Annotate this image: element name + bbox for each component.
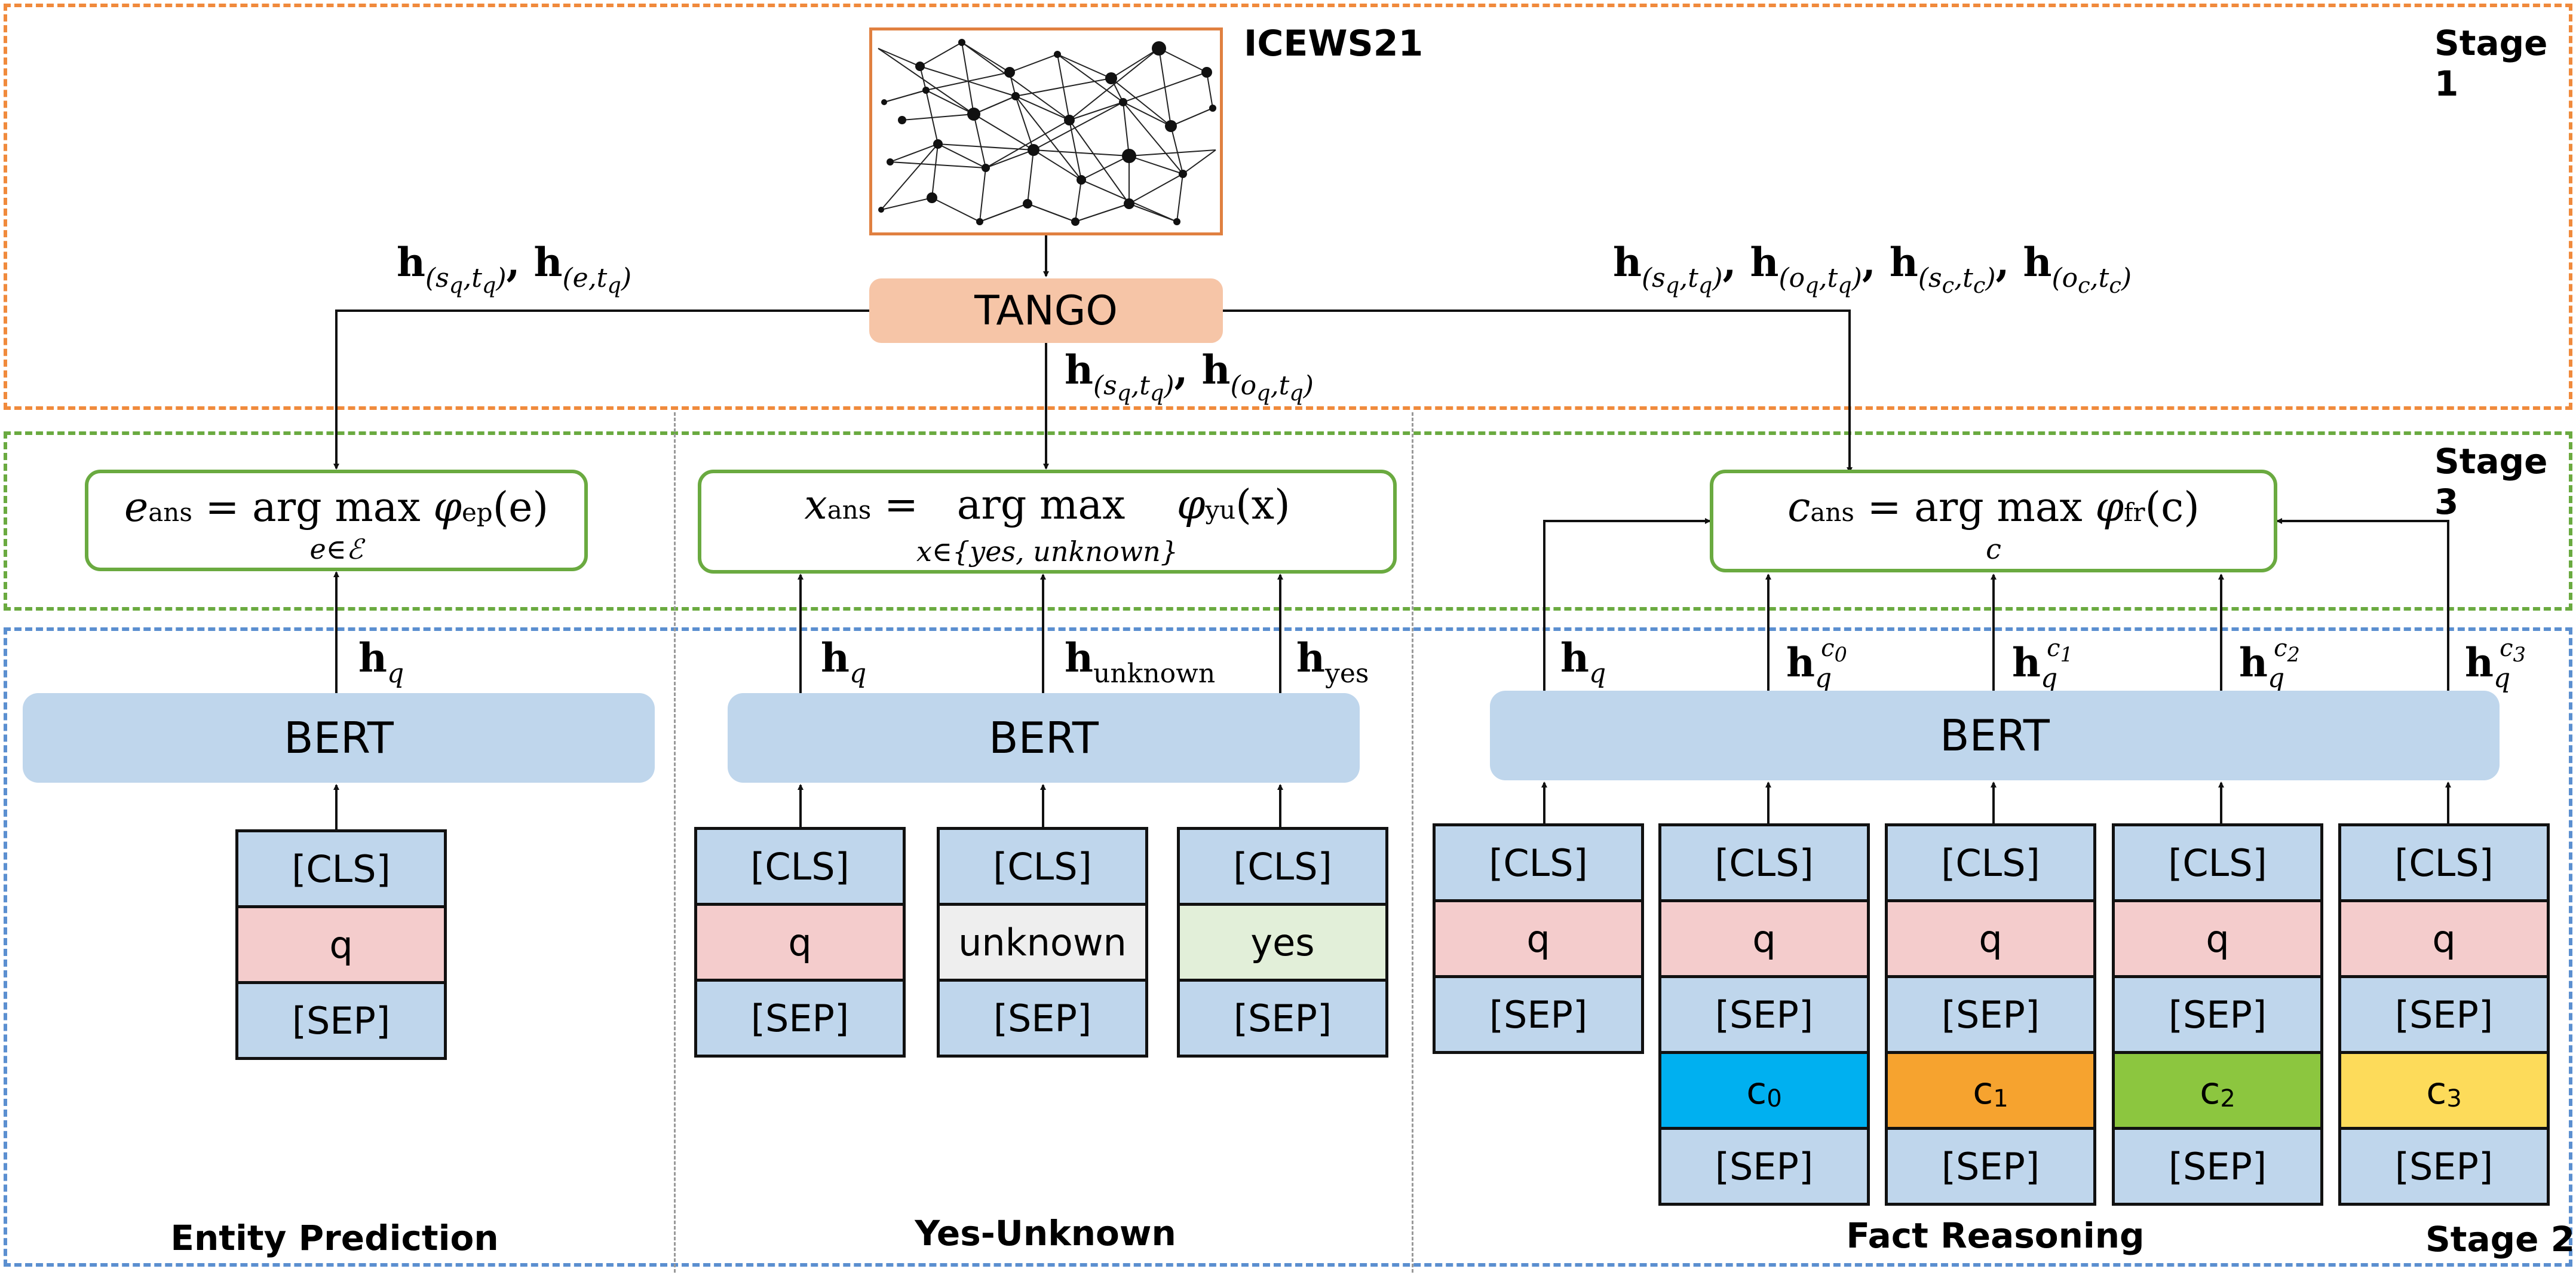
cell-cls: [CLS] <box>1177 827 1388 906</box>
entity-objective-lhs: e <box>124 484 149 531</box>
yesunknown-output-hunknown: hunknown <box>1065 635 1216 689</box>
stage-3-box <box>4 431 2572 611</box>
fact-objective-box: cans = arg max φfr(c) c <box>1710 470 2277 572</box>
cell-sep: [SEP] <box>235 981 447 1060</box>
cell-q: q <box>235 905 447 984</box>
fact-output-hq-c1: hqc1 <box>2012 635 2073 694</box>
cell-cls: [CLS] <box>694 827 906 906</box>
yesunknown-objective-under: x∈{yes, unknown} <box>916 535 1179 568</box>
cell-q: q <box>2112 899 2323 978</box>
entity-output-hq: hq <box>358 635 404 689</box>
edge-label-left: h(sq,tq), h(e,tq) <box>397 239 631 298</box>
entity-objective-box: eans = arg max φep(e) e∈ℰ <box>85 470 588 571</box>
cell-sep: [SEP] <box>937 979 1148 1058</box>
cell-sep: [SEP] <box>1885 975 2096 1054</box>
stage-1-label: Stage 1 <box>2434 23 2548 104</box>
stage-3-label: Stage 3 <box>2434 441 2548 522</box>
cell-q: q <box>2338 899 2550 978</box>
cell-cls: [CLS] <box>1433 823 1644 902</box>
yesunknown-bert: BERT <box>728 693 1360 783</box>
dataset-label: ICEWS21 <box>1244 23 1424 65</box>
cell-sep: [SEP] <box>694 979 906 1058</box>
section-separator-1 <box>674 412 676 1273</box>
cell-cls: [CLS] <box>937 827 1148 906</box>
entity-objective-under: e∈ℰ <box>309 533 363 565</box>
stage-1-box <box>4 4 2572 410</box>
edge-label-center: h(sq,tq), h(oq,tq) <box>1065 347 1314 406</box>
cell-q: q <box>1658 899 1870 978</box>
yesunknown-output-hq: hq <box>821 635 867 689</box>
entity-bert: BERT <box>23 693 655 783</box>
cell-sep: [SEP] <box>1433 975 1644 1054</box>
fact-output-hq-c2: hqc2 <box>2239 635 2300 694</box>
edge-label-right: h(sq,tq), h(oq,tq), h(sc,tc), h(oc,tc) <box>1613 239 2132 298</box>
cell-sep: [SEP] <box>1885 1127 2096 1206</box>
entity-section-title: Entity Prediction <box>170 1218 499 1258</box>
stage-2-label: Stage 2 <box>2425 1219 2575 1260</box>
knowledge-graph-network-image <box>869 27 1223 235</box>
yesunknown-input-stack-q: [CLS] q [SEP] <box>694 827 906 1058</box>
cell-sep: [SEP] <box>2112 975 2323 1054</box>
fact-objective-under: c <box>1986 533 2001 565</box>
cell-sep: [SEP] <box>2112 1127 2323 1206</box>
fact-output-hq-c3: hqc3 <box>2465 635 2526 694</box>
entity-input-stack: [CLS] q [SEP] <box>235 829 447 1060</box>
section-separator-2 <box>1412 412 1413 1273</box>
cell-q: q <box>1885 899 2096 978</box>
fact-output-hq: hq <box>1560 635 1606 689</box>
network-graph-icon <box>878 39 1216 226</box>
cell-cls: [CLS] <box>2338 823 2550 902</box>
yesunknown-output-hyes: hyes <box>1296 635 1369 689</box>
fact-bert: BERT <box>1490 691 2500 780</box>
cell-sep: [SEP] <box>2338 975 2550 1054</box>
cell-cls: [CLS] <box>1885 823 2096 902</box>
fact-input-stack-q: [CLS] q [SEP] <box>1433 823 1644 1054</box>
stage-2-box <box>4 627 2572 1267</box>
yesunknown-input-stack-unknown: [CLS] unknown [SEP] <box>937 827 1148 1058</box>
cell-cls: [CLS] <box>1658 823 1870 902</box>
fact-output-hq-c0: hqc0 <box>1786 635 1847 694</box>
cell-yes: yes <box>1177 903 1388 982</box>
cell-sep: [SEP] <box>1177 979 1388 1058</box>
cell-cls: [CLS] <box>235 829 447 908</box>
yesunknown-section-title: Yes-Unknown <box>915 1213 1176 1254</box>
tango-encoder: TANGO <box>869 278 1223 343</box>
yesunknown-objective-box: xans = arg max φyu(x) x∈{yes, unknown} <box>698 470 1397 574</box>
yesunknown-input-stack-yes: [CLS] yes [SEP] <box>1177 827 1388 1058</box>
cell-sep: [SEP] <box>1658 1127 1870 1206</box>
cell-cls: [CLS] <box>2112 823 2323 902</box>
cell-q: q <box>1433 899 1644 978</box>
cell-sep: [SEP] <box>2338 1127 2550 1206</box>
cell-q: q <box>694 903 906 982</box>
cell-unknown: unknown <box>937 903 1148 982</box>
fact-section-title: Fact Reasoning <box>1846 1215 2145 1256</box>
cell-sep: [SEP] <box>1658 975 1870 1054</box>
